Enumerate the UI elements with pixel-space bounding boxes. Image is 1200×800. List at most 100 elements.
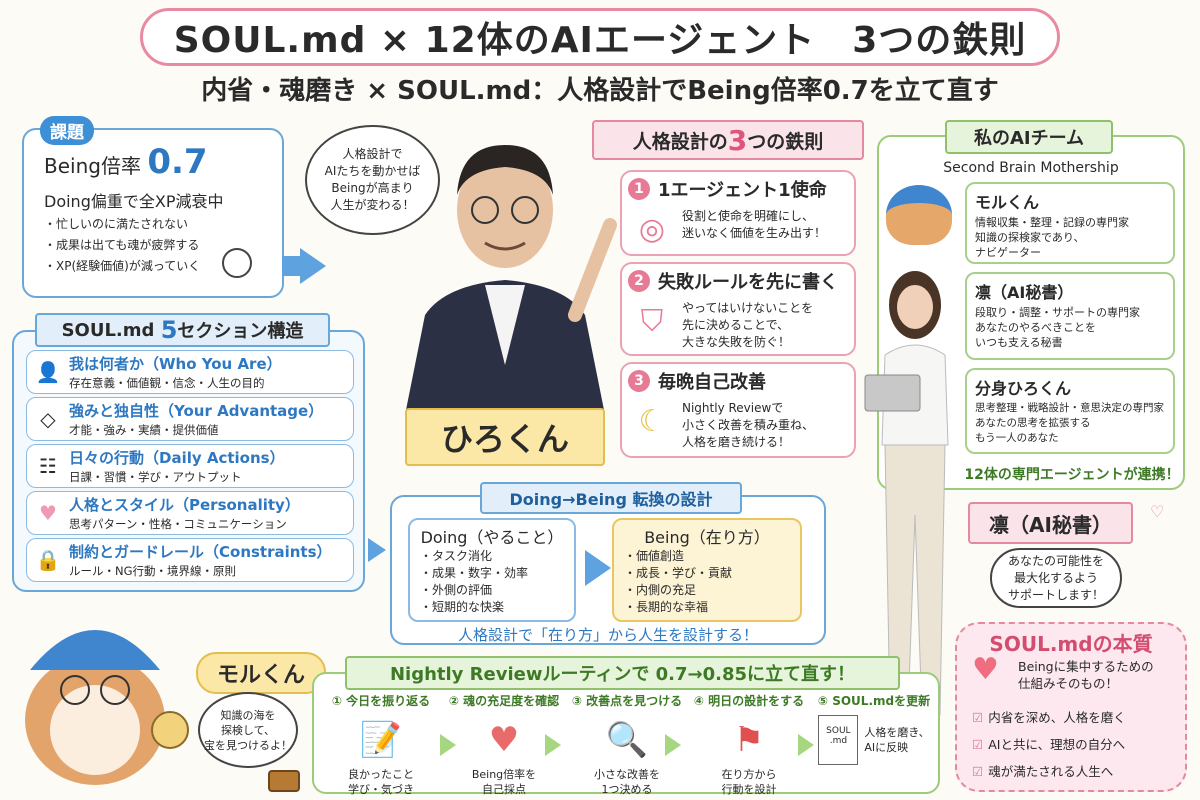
rules-title-suffix: つの鉄則 xyxy=(747,130,824,153)
doing-title: Doing（やること） xyxy=(420,528,564,547)
lock-icon: 🔒 xyxy=(35,548,61,572)
nightly-step-2: ② 魂の充足度を確認♥Being倍率を自己採点 xyxy=(445,692,563,797)
nightly-header: Nightly Reviewルーティンで 0.7→0.85に立て直す！ xyxy=(345,656,900,690)
tired-person-icon xyxy=(222,248,252,278)
essence-checklist: ☑内省を深め、人格を磨く ☑AIと共に、理想の自分へ ☑魂が満たされる人生へ xyxy=(972,704,1126,785)
bubble-line: Beingが高まり xyxy=(331,181,414,195)
team-member-card: モルくん情報収集・整理・記録の専門家知識の探検家であり、ナビゲーター xyxy=(965,182,1175,264)
issue-headline: Doing偏重で全XP減衰中 xyxy=(44,192,224,211)
moon-notebook-icon: ☾ xyxy=(638,404,666,439)
rule-title: 毎晩自己改善 xyxy=(658,372,766,393)
checklist-icon: ☷ xyxy=(39,454,57,478)
rule-desc: やってはいけないことを先に決めることで、大きな失敗を防ぐ！ xyxy=(682,301,814,349)
issue-metric: Being倍率 0.7 xyxy=(44,142,208,182)
target-icon: ◎ xyxy=(638,212,666,247)
issue-bullet: ・XP(経験価値)が減っていく xyxy=(44,259,201,273)
team-member-card: 凛（AI秘書）段取り・調整・サポートの専門家あなたのやるべきことをいつも支える秘… xyxy=(965,272,1175,360)
map-flag-icon: ⚑ xyxy=(733,720,765,760)
issue-bullets: ・忙しいのに満たされない ・成果は出ても魂が疲弊する ・XP(経験価値)が減って… xyxy=(44,214,200,277)
rule-desc: 役割と使命を明確にし、迷いなく価値を生み出す！ xyxy=(682,209,827,240)
team-member-card: 分身ひろくん思考整理・戦略設計・意思決定の専門家あなたの思考を拡張するもう一人の… xyxy=(965,368,1175,454)
rules-title-num: 3 xyxy=(727,123,748,157)
arrow-shaft xyxy=(282,256,302,276)
checkbox-icon: ☑ xyxy=(972,764,984,779)
team-subtitle: Second Brain Mothership xyxy=(943,160,1119,176)
essence-check-item: ☑AIと共に、理想の自分へ xyxy=(972,737,1126,752)
rule-number: 3 xyxy=(628,370,650,392)
soul-sections-box: 👤我は何者か（Who You Are）存在意義・価値観・信念・人生の目的 ◇強み… xyxy=(12,330,365,592)
arrow-right-icon xyxy=(545,734,561,756)
rule-number: 2 xyxy=(628,270,650,292)
issue-bullet: ・忙しいのに満たされない xyxy=(44,217,189,231)
team-footer: 12体の専門エージェントが連携！ xyxy=(964,467,1180,483)
checkbox-icon: ☑ xyxy=(972,737,984,752)
treasure-chest-icon xyxy=(268,770,300,792)
arrow-right-icon xyxy=(585,550,611,586)
center-speech-bubble: 人格設計で AIたちを動かせば Beingが高まり人生が変わる！ xyxy=(305,125,440,235)
issue-tag: 課題 xyxy=(40,116,94,145)
bubble-line: 人格設計で xyxy=(342,147,403,161)
section-row-personality: ♥人格とスタイル（Personality）思考パターン・性格・コミュニケーション xyxy=(26,491,354,535)
hamster-helmet-icon xyxy=(886,185,952,245)
heart-gauge-icon: ♥ xyxy=(488,720,520,760)
member-name: モルくん xyxy=(975,193,1040,212)
moru-hamster-illustration xyxy=(25,630,189,785)
heart-doodle-icon: ♡ xyxy=(1150,502,1165,521)
essence-lead: Beingに集中するための仕組みそのもの！ xyxy=(1018,659,1154,691)
essence-check-item: ☑魂が満たされる人生へ xyxy=(972,764,1114,779)
member-name: 凛（AI秘書） xyxy=(975,283,1074,302)
rule-card-3: 3 毎晩自己改善 ☾ Nightly Reviewで小さく改善を積み重ね、人格を磨き続… xyxy=(620,362,856,458)
rin-speech-bubble: あなたの可能性を最大化するようサポートします！ xyxy=(990,548,1122,608)
main-title: SOUL.md × 12体のAIエージェント 3つの鉄則 xyxy=(140,8,1060,66)
section-row-who: 👤我は何者か（Who You Are）存在意義・価値観・信念・人生の目的 xyxy=(26,350,354,394)
rule-card-2: 2 失敗ルールを先に書く ⛉ やってはいけないことを先に決めることで、大きな失敗を防ぐ… xyxy=(620,262,856,356)
transform-header: Doing→Being 転換の設計 xyxy=(480,482,742,514)
moru-speech-bubble: 知識の海を探検して、宝を見つけるよ！ xyxy=(198,692,298,768)
notepad-pencil-icon: 📝 xyxy=(359,720,403,760)
arrow-right-icon xyxy=(665,734,681,756)
heart-icon: ♥ xyxy=(972,652,999,687)
transform-footer: 人格設計で「在り方」から人生を設計する！ xyxy=(457,626,758,644)
doing-box: Doing（やること） ・タスク消化・成果・数字・効率・外側の評価・短期的な快楽 xyxy=(408,518,576,622)
shield-icon: ⛉ xyxy=(640,304,664,339)
being-box: Being（在り方） ・価値創造・成長・学び・貢献・内側の充足・長期的な幸福 xyxy=(612,518,802,622)
arrow-right-icon xyxy=(368,538,386,562)
section-row-daily: ☷日々の行動（Daily Actions）日課・習慣・学び・アウトプット xyxy=(26,444,354,488)
hiro-portrait-illustration xyxy=(405,145,617,415)
arrow-right-icon xyxy=(300,248,326,284)
rin-label-banner: 凛（AI秘書） xyxy=(968,502,1133,544)
section-row-advantage: ◇強みと独自性（Your Advantage）才能・強み・実績・提供価値 xyxy=(26,397,354,441)
arrow-right-icon xyxy=(440,734,456,756)
diamond-icon: ◇ xyxy=(40,407,56,431)
rule-title: 1エージェント1使命 xyxy=(658,180,827,201)
essence-title: SOUL.mdの本質 xyxy=(989,632,1153,656)
subtitle: 内省・魂磨き × SOUL.md：人格設計でBeing倍率0.7を立て直す xyxy=(201,76,999,106)
rule-title: 失敗ルールを先に書く xyxy=(658,272,838,293)
member-name: 分身ひろくん xyxy=(975,379,1072,398)
hiro-name-banner: ひろくん xyxy=(405,408,605,466)
heart-icon: ♥ xyxy=(39,501,57,525)
person-icon: 👤 xyxy=(35,360,61,384)
rule-number: 1 xyxy=(628,178,650,200)
metric-label: Being倍率 xyxy=(44,154,141,178)
rules-title-prefix: 人格設計の xyxy=(632,130,728,153)
magnifier-icon: 🔍 xyxy=(605,720,649,760)
being-title: Being（在り方） xyxy=(644,528,770,547)
nightly-step-1: ① 今日を振り返る📝良かったこと学び・気づき xyxy=(322,692,440,797)
rule-desc: Nightly Reviewで小さく改善を積み重ね、人格を磨き続ける！ xyxy=(682,401,815,449)
essence-box xyxy=(955,622,1187,792)
arrow-right-icon xyxy=(798,734,814,756)
soul-doc-icon: SOUL .md xyxy=(818,715,859,765)
moru-name-banner: モルくん xyxy=(196,652,326,694)
checkbox-icon: ☑ xyxy=(972,710,984,725)
section-row-constraints: 🔒制約とガードレール（Constraints）ルール・NG行動・境界線・原則 xyxy=(26,538,354,582)
bubble-line: 人生が変わる！ xyxy=(330,198,415,212)
rin-secretary-illustration xyxy=(864,271,949,716)
bubble-line: AIたちを動かせば xyxy=(324,164,421,178)
rule-card-1: 1 1エージェント1使命 ◎ 役割と使命を明確にし、迷いなく価値を生み出す！ xyxy=(620,170,856,256)
essence-check-item: ☑内省を深め、人格を磨く xyxy=(972,710,1126,725)
